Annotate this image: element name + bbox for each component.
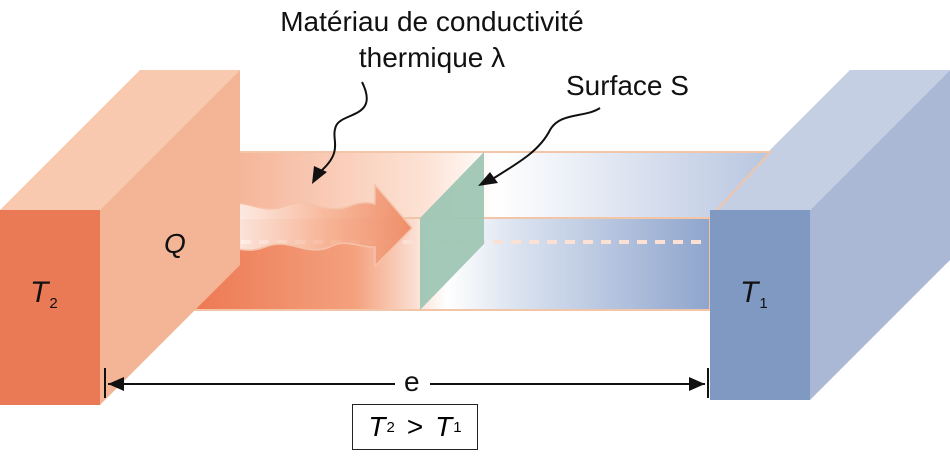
hot-block-top: [0, 70, 240, 210]
material-callout-arrowhead: [312, 166, 327, 184]
surface-callout-arrowhead: [478, 172, 498, 186]
cold-block-subscript: 1: [759, 295, 768, 312]
material-label-line1: Matériau de conductivité: [280, 6, 584, 37]
heat-flow-arrow: [219, 182, 414, 268]
cold-block-side: [810, 70, 950, 400]
condition-right-symbol: T: [435, 411, 453, 442]
surface-s-plane: [420, 152, 484, 310]
thickness-label: e: [404, 366, 420, 397]
thickness-arrowhead-right: [689, 377, 705, 391]
condition-operator: >: [406, 411, 424, 442]
material-callout-line: [319, 81, 368, 173]
cold-block-label: T1: [740, 276, 768, 312]
hot-block-front: [0, 210, 100, 405]
heat-label: Q: [164, 228, 186, 259]
condition-right-subscript: 1: [453, 418, 462, 436]
cold-block-front: [710, 210, 810, 400]
condition-left-subscript: 2: [386, 418, 395, 436]
condition-left-symbol: T: [368, 411, 386, 442]
hot-block-subscript: 2: [49, 295, 58, 312]
material-label-line2: thermique λ: [358, 42, 506, 73]
cold-block-symbol: T: [740, 276, 759, 309]
thickness-arrowhead-left: [108, 377, 124, 391]
surface-label: Surface S: [566, 70, 689, 101]
surface-callout-line: [493, 107, 601, 179]
hot-block-label: T2: [30, 276, 58, 312]
hot-block-side: [100, 70, 240, 405]
cold-block-top: [710, 70, 950, 210]
hot-block-symbol: T: [30, 276, 49, 309]
